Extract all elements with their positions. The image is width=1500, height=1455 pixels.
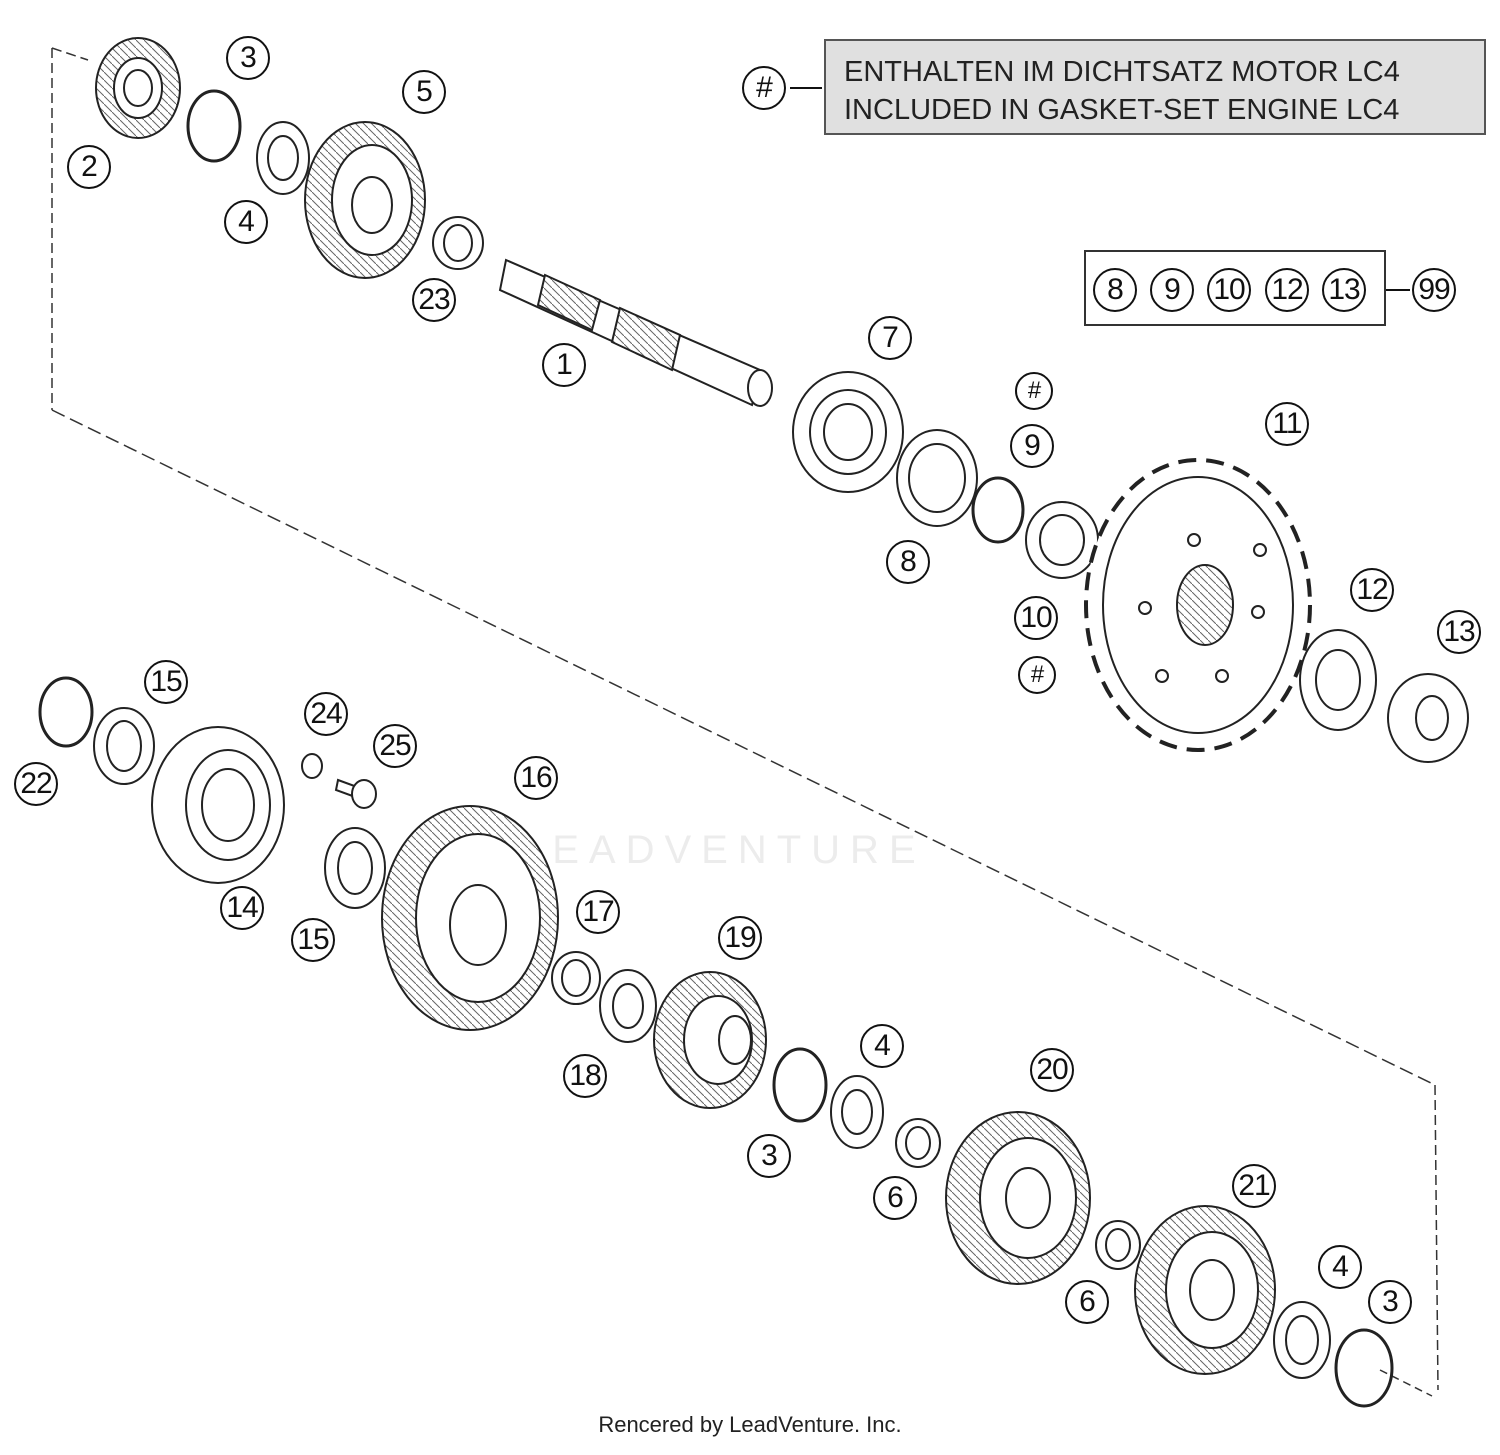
part-21-gear bbox=[1134, 1205, 1276, 1375]
part-18-washer bbox=[599, 969, 657, 1043]
part-25-screw bbox=[334, 778, 377, 809]
callout-part-18: 18 bbox=[563, 1054, 607, 1098]
legend-hash-callout: # bbox=[742, 66, 786, 110]
part-17-bushing bbox=[551, 951, 601, 1005]
callout-part-14: 14 bbox=[220, 886, 264, 930]
part-1-shaft bbox=[498, 258, 773, 407]
callout-part-17: 17 bbox=[576, 890, 620, 934]
part-6-bushing-a bbox=[895, 1118, 941, 1168]
callout-part-21: 21 bbox=[1232, 1164, 1276, 1208]
callout-part-20: 20 bbox=[1030, 1048, 1074, 1092]
part-3-circlip-c bbox=[1334, 1328, 1394, 1408]
callout-part-15-top: 15 bbox=[144, 660, 188, 704]
part-9-oring bbox=[971, 476, 1025, 544]
part-15-washer-b bbox=[324, 827, 386, 909]
assembly-axis-lines bbox=[51, 47, 1439, 1397]
callout-part-6-a: 6 bbox=[873, 1176, 917, 1220]
callout-part-15-bottom: 15 bbox=[291, 918, 335, 962]
callout-part-25: 25 bbox=[373, 724, 417, 768]
part-5-gear bbox=[304, 121, 426, 279]
part-7-bearing bbox=[792, 371, 904, 493]
callout-part-4-bottom: 4 bbox=[1318, 1245, 1362, 1289]
kit-item-13: 13 bbox=[1322, 268, 1366, 312]
part-13-nut bbox=[1387, 673, 1469, 763]
callout-part-8: 8 bbox=[886, 540, 930, 584]
legend-line-german: ENTHALTEN IM DICHTSATZ MOTOR LC4 bbox=[844, 56, 1400, 88]
legend-line-english: INCLUDED IN GASKET-SET ENGINE LC4 bbox=[844, 94, 1400, 126]
legend-box: ENTHALTEN IM DICHTSATZ MOTOR LC4 INCLUDE… bbox=[824, 39, 1486, 135]
callout-part-13: 13 bbox=[1437, 610, 1481, 654]
watermark-text: LEADVENTURE bbox=[520, 828, 926, 872]
part-11-sprocket bbox=[1084, 458, 1312, 752]
callout-part-2: 2 bbox=[67, 145, 111, 189]
callout-part-5: 5 bbox=[402, 70, 446, 114]
part-22-circlip bbox=[38, 676, 94, 748]
kit-item-10: 10 bbox=[1207, 268, 1251, 312]
callout-hash-mid: # bbox=[1018, 656, 1056, 694]
callout-part-6-b: 6 bbox=[1065, 1280, 1109, 1324]
part-4-washer-b bbox=[830, 1075, 884, 1149]
callout-part-22: 22 bbox=[14, 762, 58, 806]
part-19-gear bbox=[653, 971, 767, 1109]
part-24-washer bbox=[301, 753, 323, 779]
part-4-washer-c bbox=[1273, 1301, 1331, 1379]
kit-result-99: 99 bbox=[1412, 268, 1456, 312]
callout-part-12: 12 bbox=[1350, 568, 1394, 612]
callout-part-3-mid: 3 bbox=[747, 1134, 791, 1178]
kit-item-8: 8 bbox=[1093, 268, 1137, 312]
callout-part-24: 24 bbox=[304, 692, 348, 736]
callout-part-23: 23 bbox=[412, 278, 456, 322]
callout-hash-top: # bbox=[1015, 372, 1053, 410]
callout-part-3-top: 3 bbox=[226, 36, 270, 80]
callout-part-4-mid: 4 bbox=[860, 1024, 904, 1068]
part-8-seal bbox=[896, 429, 978, 527]
part-3-circlip-b bbox=[772, 1047, 828, 1123]
part-6-bushing-b bbox=[1095, 1220, 1141, 1270]
leader-lines bbox=[790, 87, 1410, 291]
callout-part-16: 16 bbox=[514, 756, 558, 800]
part-12-lockwasher bbox=[1299, 629, 1377, 731]
kit-box bbox=[1084, 250, 1386, 326]
callout-part-3-bottom: 3 bbox=[1368, 1280, 1412, 1324]
part-3-circlip bbox=[186, 89, 242, 163]
callout-part-4-top: 4 bbox=[224, 200, 268, 244]
part-4-washer bbox=[256, 121, 310, 195]
callout-part-11: 11 bbox=[1265, 402, 1309, 446]
callout-part-19: 19 bbox=[718, 916, 762, 960]
part-20-gear bbox=[945, 1111, 1091, 1285]
kit-item-12: 12 bbox=[1265, 268, 1309, 312]
callout-part-7: 7 bbox=[868, 316, 912, 360]
kit-item-9: 9 bbox=[1150, 268, 1194, 312]
callout-part-10: 10 bbox=[1014, 596, 1058, 640]
render-credit: Rencered by LeadVenture. Inc. bbox=[598, 1412, 902, 1437]
part-10-spacer bbox=[1025, 501, 1099, 579]
callout-part-9: 9 bbox=[1010, 424, 1054, 468]
part-15-washer-a bbox=[93, 707, 155, 785]
part-16-gear bbox=[381, 805, 559, 1031]
callout-part-1: 1 bbox=[542, 343, 586, 387]
part-2-gear bbox=[95, 37, 181, 139]
part-23-bushing bbox=[432, 216, 484, 270]
part-14-bearing bbox=[151, 726, 285, 884]
